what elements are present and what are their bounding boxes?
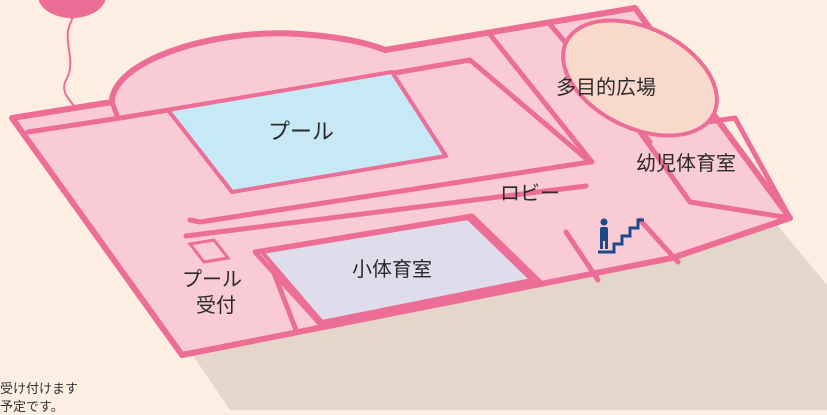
room-label-pool-reception-line1: プール xyxy=(182,267,242,291)
reception-counter xyxy=(187,238,231,264)
room-label-multipurpose-plaza: 多目的広場 xyxy=(556,75,656,99)
balloon-icon xyxy=(38,0,106,107)
note-line-2: 予定です。 xyxy=(0,400,64,415)
pool-water xyxy=(166,70,448,194)
note-line-1: 受け付けます xyxy=(0,382,79,397)
room-label-pool-reception-line2: 受付 xyxy=(196,293,236,317)
room-label-toddler-gym: 幼児体育室 xyxy=(636,151,736,175)
plaza-oval xyxy=(561,18,719,138)
room-label-pool: プール xyxy=(268,120,335,145)
room-label-lobby: ロビー xyxy=(500,181,560,205)
stairs-person-icon xyxy=(598,218,644,254)
small-gym-floor xyxy=(260,216,534,324)
room-label-small-gym: 小体育室 xyxy=(352,257,432,281)
